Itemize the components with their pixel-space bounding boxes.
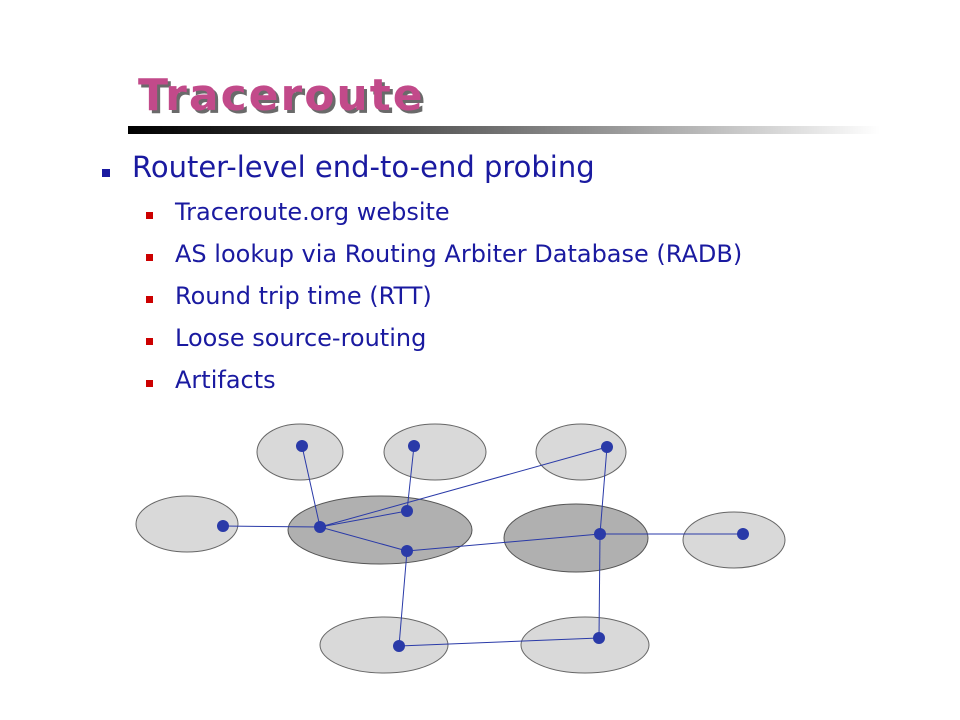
as-clouds <box>135 423 786 674</box>
routers <box>217 440 749 652</box>
link <box>319 526 408 552</box>
as-cloud <box>287 495 473 565</box>
main-bullet-text: Router-level end-to-end probing <box>132 150 595 184</box>
links <box>222 445 743 647</box>
sub-bullet-text: Round trip time (RTT) <box>175 282 432 310</box>
router-node <box>314 521 326 533</box>
link <box>398 550 408 647</box>
sub-bullet-marker <box>146 212 153 219</box>
router-node <box>594 528 606 540</box>
as-cloud <box>520 616 650 674</box>
router-node <box>296 440 308 452</box>
router-node <box>401 505 413 517</box>
slide-title: Traceroute <box>138 70 425 121</box>
router-node <box>401 545 413 557</box>
sub-bullet-marker <box>146 296 153 303</box>
link <box>598 533 601 639</box>
link <box>406 533 601 552</box>
link <box>406 445 415 512</box>
as-cloud <box>682 511 786 569</box>
sub-bullet-marker <box>146 338 153 345</box>
link <box>599 446 608 535</box>
sub-bullet-marker <box>146 254 153 261</box>
bullet-marker <box>102 169 110 177</box>
as-cloud <box>503 503 649 573</box>
sub-bullet-marker <box>146 380 153 387</box>
link <box>398 637 600 647</box>
as-cloud <box>256 423 344 481</box>
link <box>222 525 321 528</box>
link <box>319 510 408 528</box>
router-node <box>408 440 420 452</box>
router-node <box>593 632 605 644</box>
router-node <box>393 640 405 652</box>
as-cloud <box>383 423 487 481</box>
sub-bullet-text: AS lookup via Routing Arbiter Database (… <box>175 240 743 268</box>
as-cloud <box>535 423 627 481</box>
link <box>319 446 608 528</box>
title-rule <box>128 126 880 134</box>
as-cloud <box>319 616 449 674</box>
as-cloud <box>135 495 239 553</box>
sub-bullet-text: Artifacts <box>175 366 276 394</box>
router-node <box>217 520 229 532</box>
sub-bullet-text: Traceroute.org website <box>175 198 450 226</box>
router-node <box>601 441 613 453</box>
link <box>301 445 321 528</box>
router-node <box>737 528 749 540</box>
sub-bullet-text: Loose source-routing <box>175 324 427 352</box>
